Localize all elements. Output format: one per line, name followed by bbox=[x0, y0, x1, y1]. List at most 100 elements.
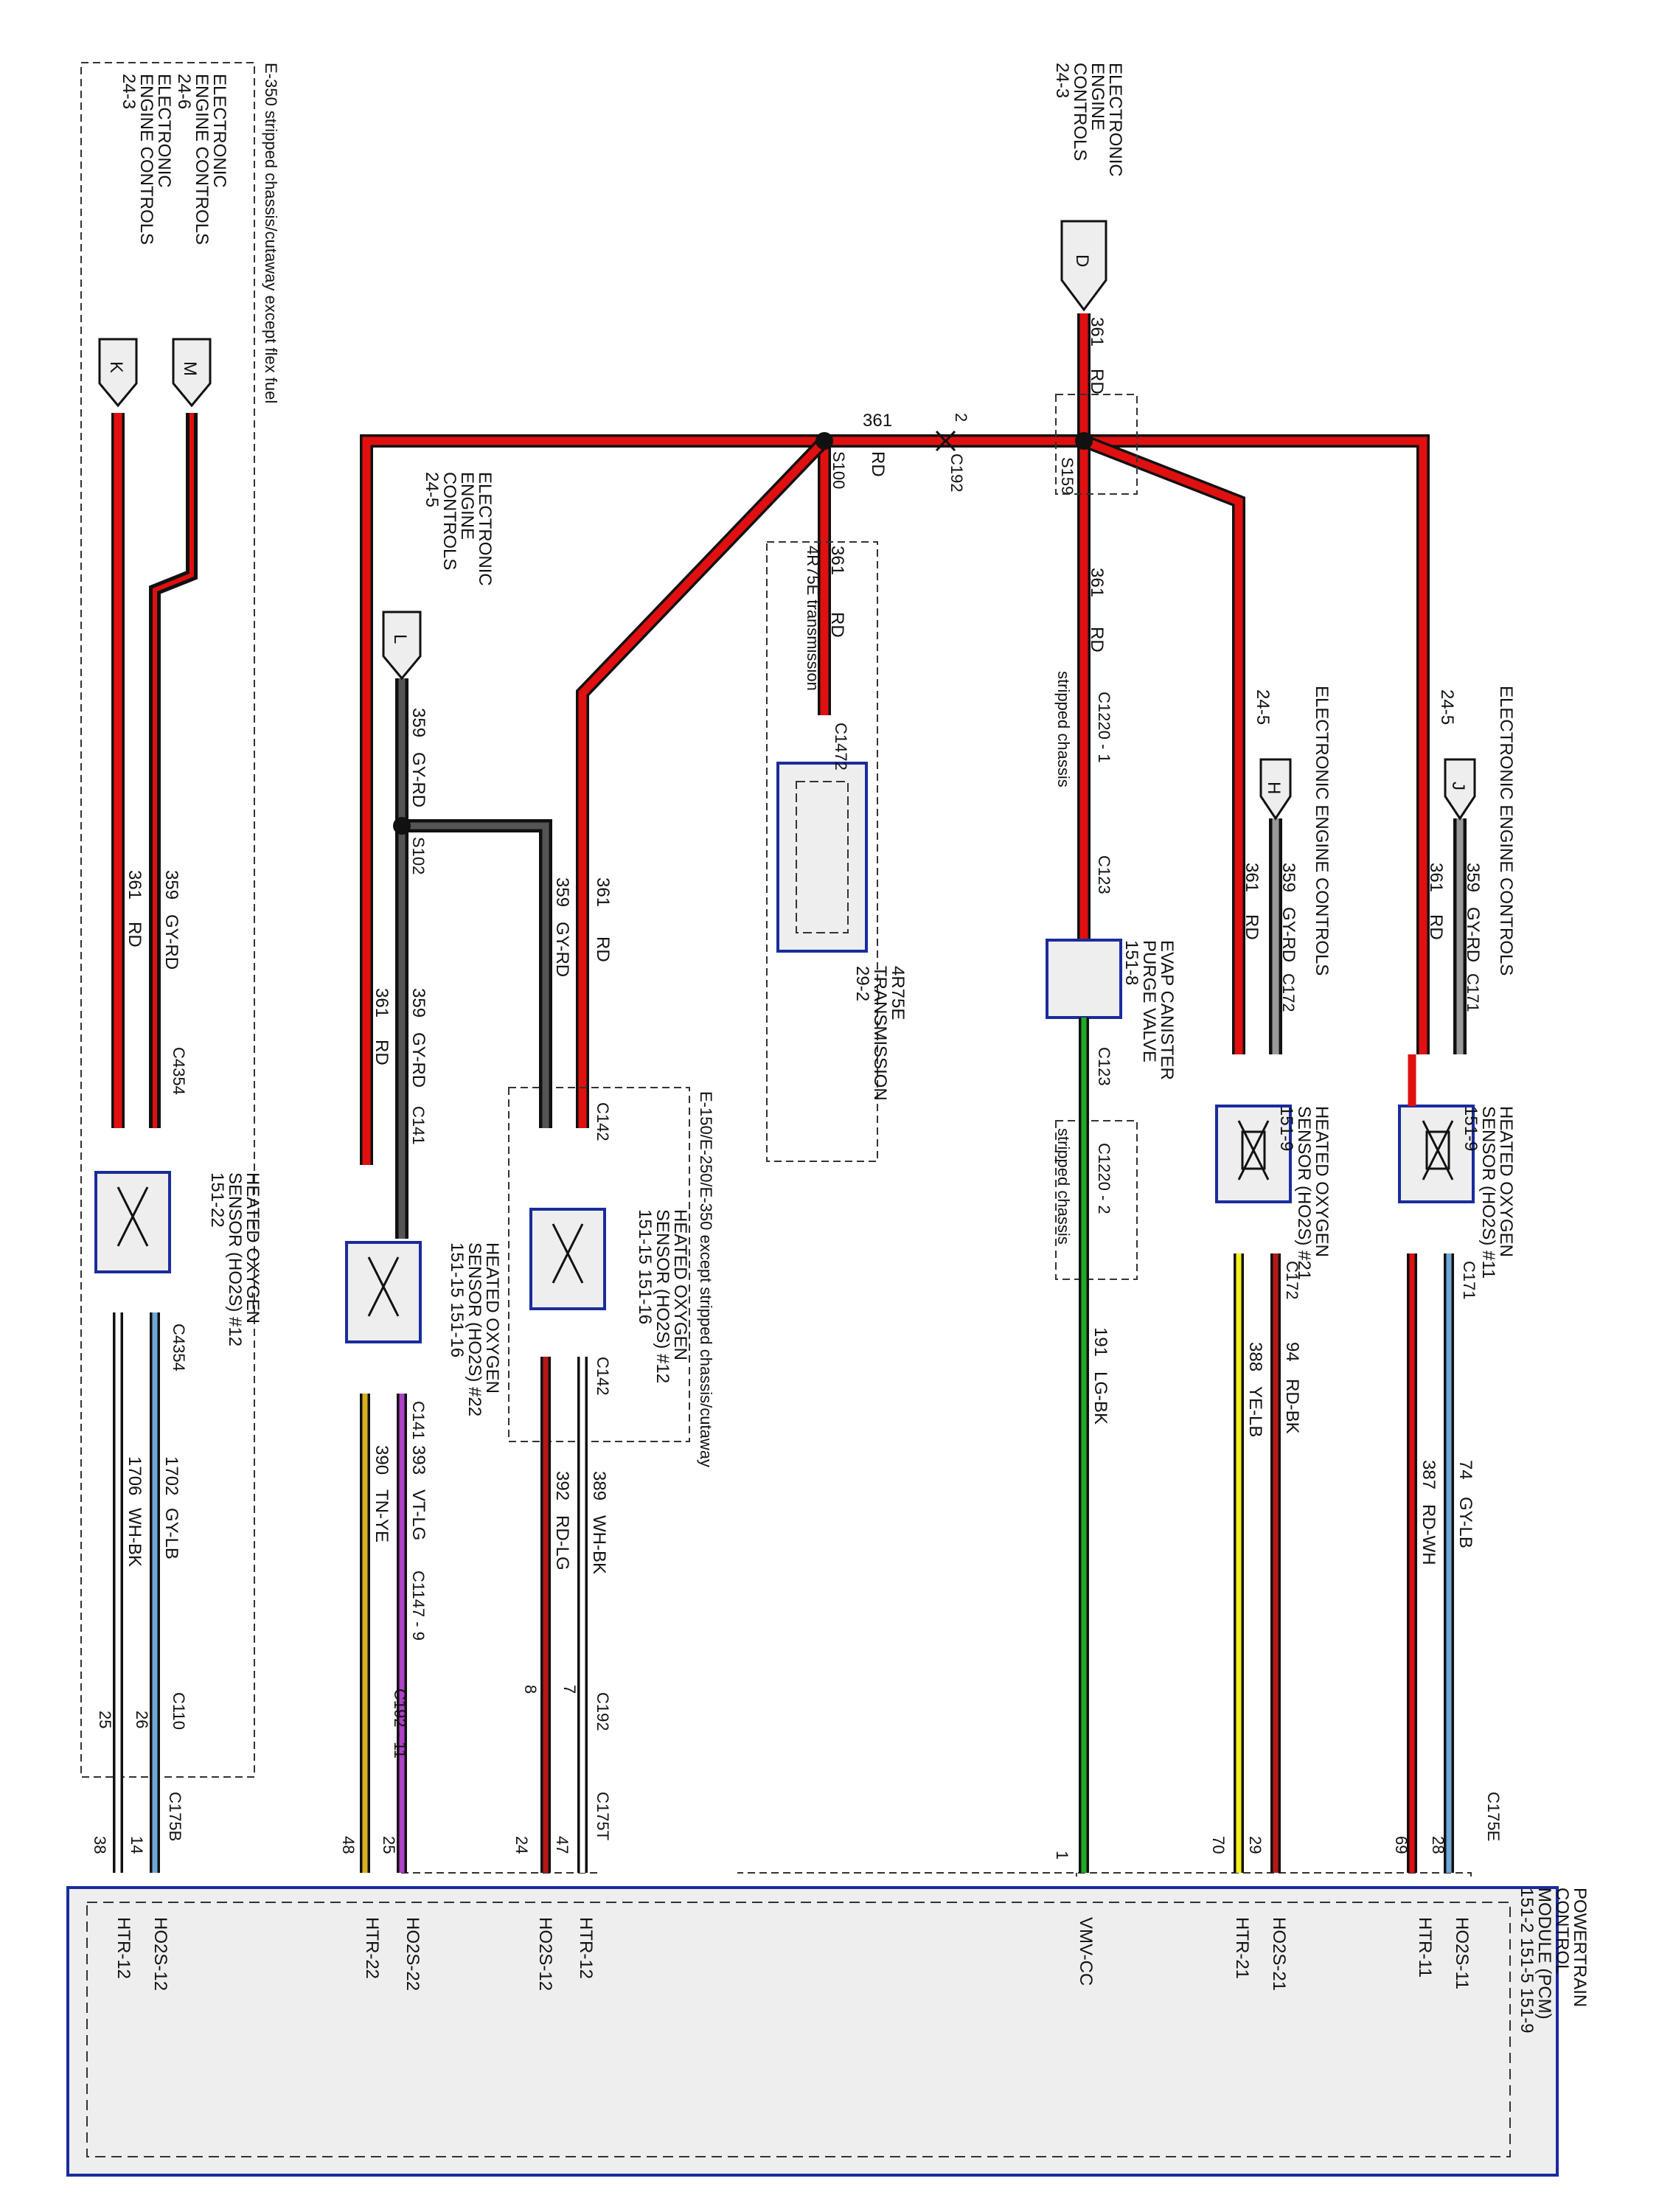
label-191: 191 bbox=[1091, 1327, 1110, 1357]
pcm-pin-ho2s22: HO2S-22 bbox=[403, 1917, 422, 1991]
pin-8: 8 bbox=[521, 1685, 540, 1694]
c1220-1: C1220 - 1 bbox=[1095, 692, 1113, 763]
label-rd-12b: RD bbox=[125, 922, 145, 947]
ho2s12a-line2: SENSOR (HO2S) #12 bbox=[653, 1209, 672, 1383]
ho2s11-line3: 151-9 bbox=[1461, 1106, 1481, 1151]
label-359-12a: 359 bbox=[552, 877, 572, 907]
label-361-s159: 361 bbox=[1087, 568, 1107, 597]
evap-group: C1220 - 1 stripped chassis C123 EVAP CAN… bbox=[1046, 394, 1177, 1873]
ho2s11-group: J ELECTRONIC ENGINE CONTROLS 24-5 359GY-… bbox=[1398, 686, 1516, 1873]
splice-s159 bbox=[1075, 432, 1093, 450]
ref-l-line1: ELECTRONIC bbox=[475, 472, 495, 586]
trans-line1: 4R75E bbox=[888, 966, 908, 1020]
label-1702: 1702 bbox=[161, 1456, 181, 1495]
ref-j-text: ELECTRONIC ENGINE CONTROLS bbox=[1496, 686, 1516, 975]
label-rd-21: RD bbox=[1242, 914, 1262, 940]
splice-s102 bbox=[393, 817, 411, 835]
c172-bottom: C172 bbox=[1283, 1261, 1301, 1300]
c1472-label: C1472 bbox=[832, 723, 850, 771]
label-rd-d: RD bbox=[1087, 369, 1107, 394]
pcm-pin-ho2s21: HO2S-21 bbox=[1269, 1917, 1289, 1991]
c192-top-label: C192 bbox=[947, 453, 966, 493]
label-361-12a: 361 bbox=[593, 877, 613, 907]
label-1706: 1706 bbox=[125, 1456, 145, 1495]
trans-line2: TRANSMISSION bbox=[870, 966, 890, 1101]
pcm-title-1: POWERTRAIN bbox=[1570, 1888, 1590, 2007]
pcm-connector-c175e: C175E bbox=[1484, 1792, 1503, 1841]
c110-label: C110 bbox=[170, 1692, 188, 1730]
ho2s12a-line1: HEATED OXYGEN bbox=[670, 1209, 690, 1360]
ho2s11-line2: SENSOR (HO2S) #11 bbox=[1478, 1106, 1498, 1279]
c171-top: C171 bbox=[1464, 973, 1482, 1012]
label-392: 392 bbox=[552, 1471, 572, 1500]
label-gyrd-11: GY-RD bbox=[1463, 907, 1483, 962]
ref-k-line2: ENGINE CONTROLS bbox=[136, 74, 156, 245]
s100-label: S100 bbox=[830, 451, 848, 489]
pin-26: 26 bbox=[133, 1711, 151, 1728]
ho2s22-line2: SENSOR (HO2S) #22 bbox=[465, 1242, 484, 1416]
e150-note: E-150/E-250/E-350 except stripped chassi… bbox=[697, 1091, 715, 1467]
label-rd-trans: RD bbox=[827, 612, 847, 638]
label-388: 388 bbox=[1245, 1342, 1265, 1371]
ref-d-line2: ENGINE bbox=[1088, 63, 1107, 131]
stripped-note-2: stripped chassis bbox=[1054, 1128, 1073, 1245]
label-359-21: 359 bbox=[1279, 863, 1298, 892]
label-gylb: GY-LB bbox=[1455, 1497, 1475, 1548]
label-387: 387 bbox=[1419, 1460, 1439, 1489]
label-gyrd-22: GY-RD bbox=[408, 1032, 428, 1088]
ref-d-letter: D bbox=[1072, 254, 1092, 267]
ho2s21-line2: SENSOR (HO2S) #21 bbox=[1294, 1106, 1314, 1280]
c123-bottom: C123 bbox=[1095, 1047, 1113, 1086]
label-359-11: 359 bbox=[1463, 863, 1483, 892]
ref-d-line1: ELECTRONIC bbox=[1105, 63, 1125, 177]
label-whbk: WH-BK bbox=[589, 1515, 609, 1574]
ref-m-line1: ELECTRONIC bbox=[209, 74, 229, 188]
c4354-top: C4354 bbox=[170, 1047, 188, 1095]
pcm-title-3: MODULE (PCM) bbox=[1534, 1888, 1554, 2020]
pcm-title-2: CONTROL bbox=[1552, 1888, 1572, 1974]
pcm-module: POWERTRAIN CONTROL MODULE (PCM) 151-2 15… bbox=[66, 1792, 1590, 2177]
c142-top: C142 bbox=[594, 1102, 612, 1141]
label-lgbk: LG-BK bbox=[1091, 1371, 1110, 1425]
label-rd-22: RD bbox=[372, 1040, 392, 1065]
ref-k-line1: ELECTRONIC bbox=[154, 74, 174, 188]
pcm-pinnum-1: 1 bbox=[1053, 1851, 1071, 1860]
ref-l-letter: L bbox=[390, 634, 410, 644]
label-361-11: 361 bbox=[1426, 863, 1446, 892]
label-389: 389 bbox=[589, 1471, 609, 1500]
s102-label: S102 bbox=[409, 837, 428, 874]
label-gyrd-l: GY-RD bbox=[408, 752, 428, 807]
label-gylb2: GY-LB bbox=[161, 1508, 181, 1559]
c4354-bottom: C4354 bbox=[170, 1324, 188, 1371]
pcm-title-4: 151-2 151-5 151-9 bbox=[1517, 1888, 1537, 2033]
pcm-pinnum-24: 24 bbox=[512, 1836, 531, 1854]
evap-line2: PURGE VALVE bbox=[1139, 940, 1159, 1062]
ho2s21-group: H ELECTRONIC ENGINE CONTROLS 24-5 359GY-… bbox=[1215, 686, 1332, 1873]
pcm-connector-c175t: C175T bbox=[594, 1792, 612, 1840]
label-gyrd-12a: GY-RD bbox=[552, 922, 572, 977]
c171-bottom: C171 bbox=[1460, 1261, 1478, 1300]
power-bus-361 bbox=[360, 313, 1430, 1165]
ho2s12b-group: E-350 stripped chassis/cutaway except fl… bbox=[80, 62, 280, 1873]
c1220-2: C1220 - 2 bbox=[1095, 1143, 1113, 1214]
ref-k-letter: K bbox=[106, 361, 126, 373]
label-361-trans: 361 bbox=[827, 546, 847, 575]
ho2s12b-line3: 151-22 bbox=[207, 1172, 227, 1228]
c1147-label: C1147 - 9 bbox=[409, 1571, 428, 1641]
pcm-pinnum-14: 14 bbox=[128, 1836, 146, 1854]
label-whbk2: WH-BK bbox=[125, 1508, 145, 1567]
label-361-d: 361 bbox=[1087, 317, 1107, 347]
label-gyrd-21: GY-RD bbox=[1279, 907, 1298, 962]
label-393: 393 bbox=[408, 1445, 428, 1475]
trans-note: 4R75E transmission bbox=[804, 546, 822, 691]
label-359-12b: 359 bbox=[161, 870, 181, 900]
pcm-pin-ho2s11: HO2S-11 bbox=[1452, 1917, 1472, 1989]
evap-line1: EVAP CANISTER bbox=[1157, 940, 1177, 1080]
ref-h-letter: H bbox=[1264, 782, 1284, 794]
label-rdbk: RD-BK bbox=[1282, 1379, 1302, 1434]
c123-top: C123 bbox=[1095, 855, 1113, 894]
ho2s21-line3: 151-9 bbox=[1276, 1106, 1296, 1151]
label-rdwh: RD-WH bbox=[1419, 1504, 1439, 1565]
ref-h-page: 24-5 bbox=[1253, 689, 1273, 725]
c141-top: C141 bbox=[409, 1106, 428, 1145]
